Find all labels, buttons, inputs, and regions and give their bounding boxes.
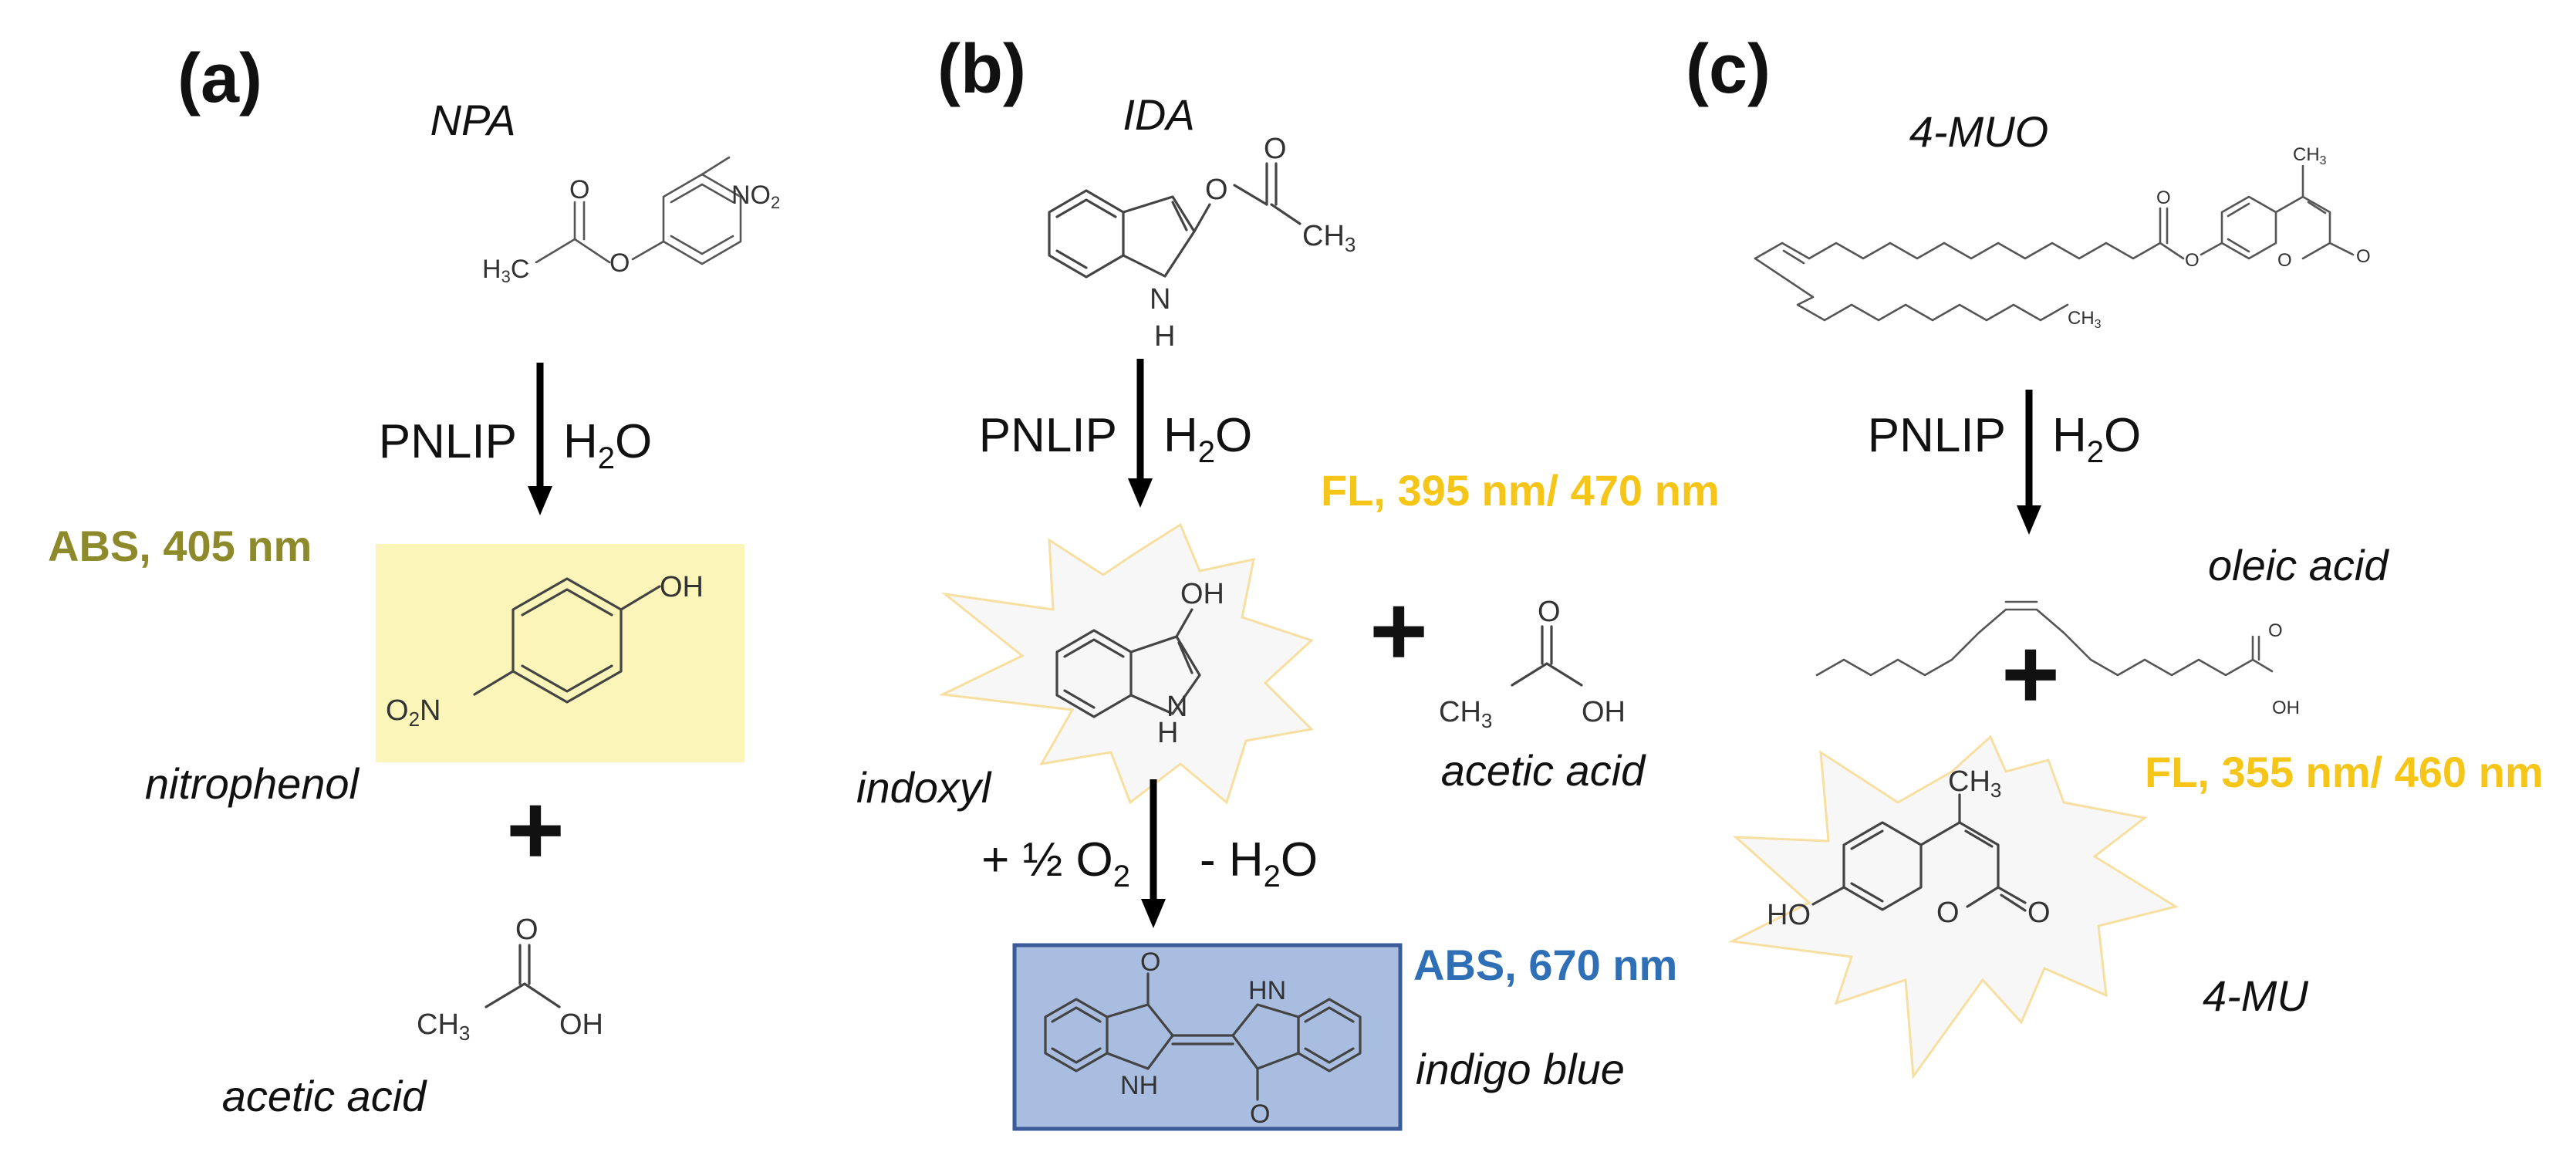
- ida-carbonyl-o: O: [1264, 133, 1287, 165]
- oxygen-label-b: + ½ O2: [981, 833, 1130, 893]
- acid-carbonyl-o-a: O: [515, 914, 538, 946]
- mu-ch3: CH3: [1948, 765, 2001, 802]
- plus-sign-a: +: [506, 773, 565, 886]
- panel-a: (a) NPA NO2 O O H3C PNLIP H2O ABS, 405 n…: [48, 40, 780, 1120]
- oleic-o: O: [2268, 620, 2283, 641]
- ida-structure: N H O O CH3: [1048, 133, 1356, 353]
- enzyme-label-c: PNLIP: [1868, 409, 2006, 462]
- panel-b: (b) IDA N H O O CH3 PNLIP H2O FL, 395 nm…: [856, 31, 1720, 1131]
- detection-abs-670: ABS, 670 nm: [1413, 941, 1677, 989]
- indigo-nh-1: NH: [1120, 1071, 1158, 1100]
- indigo-blue-label: indigo blue: [1416, 1045, 1625, 1093]
- arrow-head-a: [528, 486, 552, 515]
- detection-fl-355: FL, 355 nm/ 460 nm: [2145, 748, 2544, 796]
- arrow-head-c: [2017, 505, 2041, 535]
- enzyme-label-a: PNLIP: [379, 415, 517, 468]
- indigo-o-2: O: [1250, 1100, 1270, 1129]
- ester-oxygen: O: [609, 248, 630, 278]
- indoxyl-n: N: [1166, 691, 1187, 723]
- detection-abs-405: ABS, 405 nm: [48, 522, 312, 570]
- 4-mu-structure: CH3 O O HO: [1767, 765, 2051, 931]
- arrow-head-b2: [1141, 899, 1166, 928]
- ida-ester-o: O: [1205, 174, 1228, 206]
- nitrophenol-highlight: [376, 544, 744, 762]
- 4-muo-label: 4-MUO: [1909, 107, 2048, 156]
- water-label-a: H2O: [563, 415, 652, 475]
- mu-carbonyl-o: O: [2027, 897, 2051, 929]
- ida-label: IDA: [1123, 90, 1194, 139]
- water-label-c: H2O: [2052, 409, 2141, 469]
- nitrophenol-structure: OH O2N: [386, 571, 704, 731]
- oleic-oh: OH: [2272, 698, 2300, 718]
- indoxyl-structure: OH N H: [1055, 578, 1224, 749]
- acetic-acid-structure-b: O OH CH3: [1439, 596, 1626, 732]
- indigo-structure: O NH O HN: [1044, 948, 1362, 1129]
- acid-ch3-a: CH3: [417, 1008, 470, 1045]
- mu-ring-o: O: [1936, 897, 1960, 929]
- acid-ch3-b: CH3: [1439, 696, 1492, 732]
- carbonyl-oxygen: O: [569, 175, 589, 204]
- acetic-acid-structure-a: O OH CH3: [417, 914, 603, 1045]
- starburst-fluorescence-c: [1727, 735, 2179, 1080]
- water-loss-label-b: - H2O: [1200, 833, 1318, 893]
- panel-c-letter: (c): [1686, 31, 1771, 108]
- water-label-b: H2O: [1163, 409, 1252, 469]
- panel-c: (c) 4-MUO CH3 O O O O CH3: [1686, 31, 2544, 1080]
- acid-carbonyl-o-b: O: [1538, 596, 1561, 628]
- mu-ho: HO: [1767, 899, 1811, 931]
- indoxyl-label: indoxyl: [856, 763, 992, 812]
- npa-label: NPA: [430, 96, 516, 144]
- muo-carbonyl-o: O: [2156, 187, 2171, 208]
- muo-ring-o: O: [2277, 250, 2292, 271]
- enzyme-label-b: PNLIP: [979, 409, 1117, 462]
- 4-mu-label: 4-MU: [2203, 971, 2308, 1020]
- plus-sign-c: +: [2001, 617, 2060, 730]
- arrow-head-b1: [1128, 478, 1153, 508]
- indigo-nh-2: HN: [1248, 976, 1286, 1005]
- panel-b-letter: (b): [937, 31, 1026, 108]
- acid-oh-b: OH: [1582, 696, 1626, 728]
- oleic-acid-label: oleic acid: [2208, 541, 2389, 589]
- detection-fl-395: FL, 395 nm/ 470 nm: [1321, 466, 1720, 515]
- indoxyl-oh: OH: [1180, 578, 1224, 610]
- oleic-acid-structure: O OH: [1815, 600, 2300, 718]
- acetic-acid-label-a: acetic acid: [222, 1072, 427, 1120]
- starburst-fluorescence-b: [938, 522, 1315, 805]
- hydroxyl-group: OH: [660, 571, 704, 603]
- muo-ester-o: O: [2185, 250, 2200, 271]
- nitro-group-np: O2N: [386, 694, 441, 731]
- acetic-acid-label-b: acetic acid: [1441, 746, 1646, 795]
- methyl-group: H3C: [482, 255, 529, 286]
- acid-oh-a: OH: [559, 1008, 603, 1041]
- muo-tail-ch3: CH3: [2068, 308, 2102, 331]
- ida-ch3: CH3: [1302, 220, 1356, 256]
- indole-nh-n: N: [1150, 283, 1170, 316]
- indole-nh-h: H: [1154, 320, 1175, 353]
- indigo-o-1: O: [1140, 948, 1160, 977]
- plus-sign-b: +: [1369, 574, 1428, 687]
- nitro-group: NO2: [731, 181, 780, 212]
- 4-muo-structure: CH3 O O O O CH3: [1754, 144, 2371, 331]
- indoxyl-h: H: [1157, 717, 1178, 749]
- panel-a-letter: (a): [177, 40, 262, 117]
- nitrophenol-label: nitrophenol: [145, 759, 360, 808]
- npa-structure: NO2 O O H3C: [482, 156, 780, 286]
- muo-ring-ch3: CH3: [2293, 144, 2327, 167]
- indigo-highlight: [1012, 943, 1403, 1131]
- muo-lactone-o: O: [2356, 246, 2371, 267]
